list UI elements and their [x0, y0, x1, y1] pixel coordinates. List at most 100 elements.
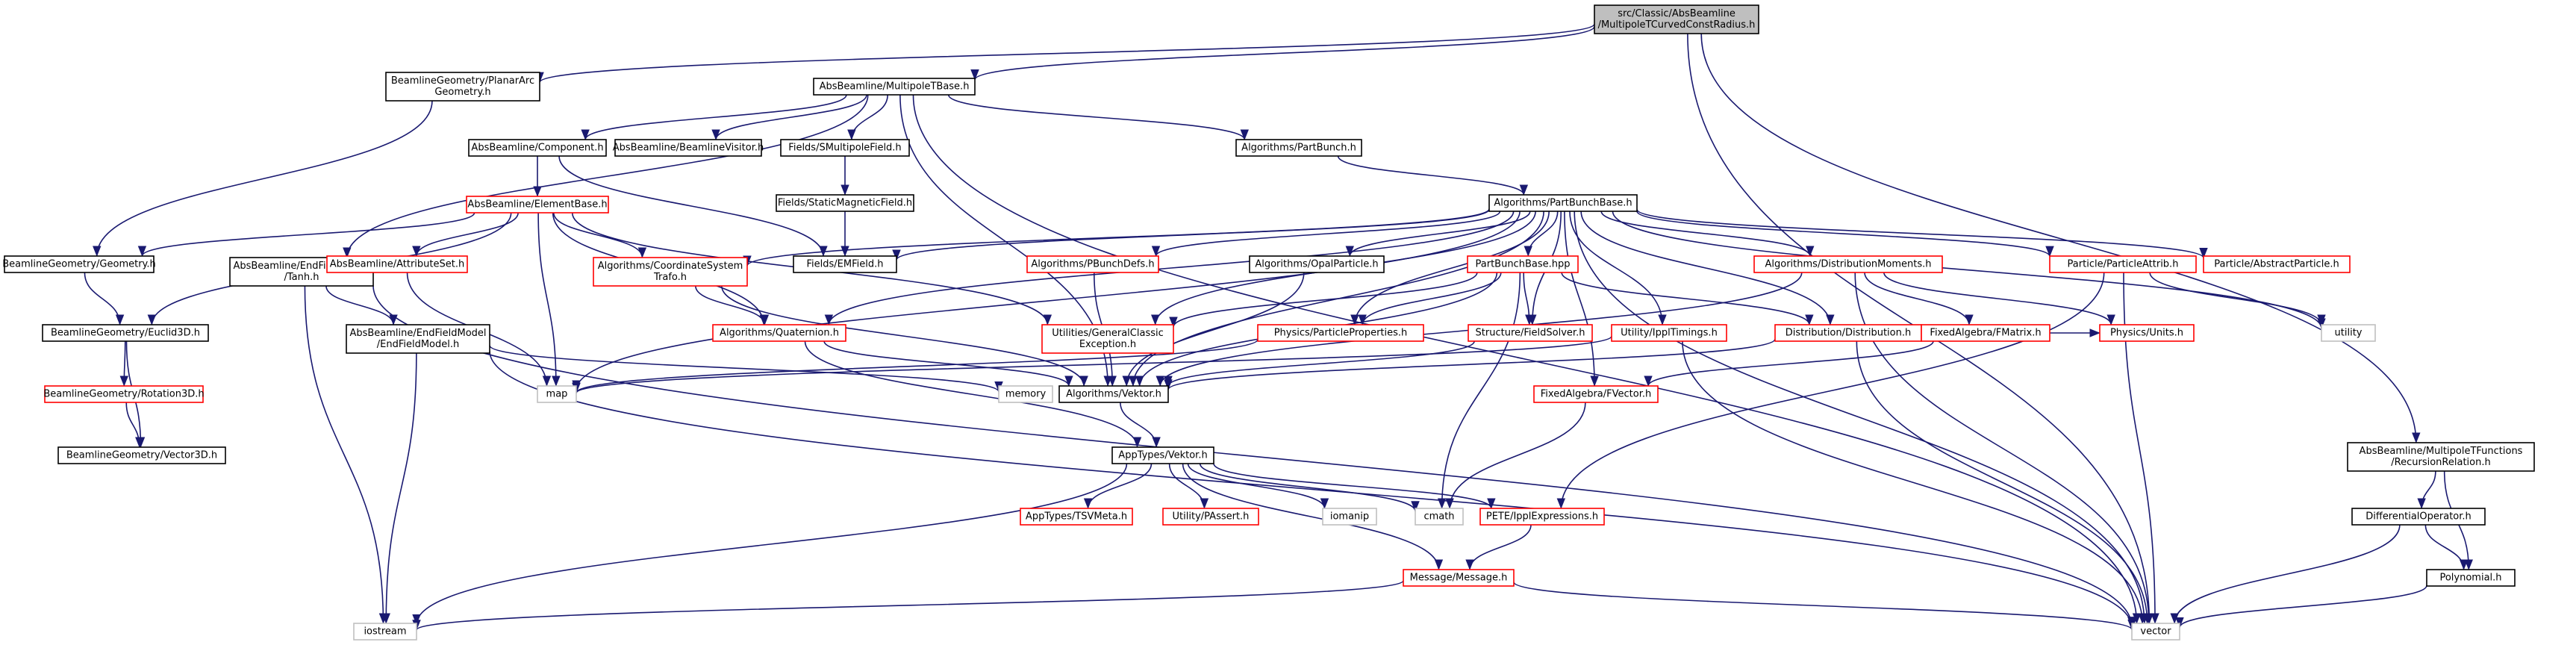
node-iostream[interactable]: iostream: [353, 623, 417, 641]
edge-arrow: [1337, 155, 1529, 196]
node-emfield[interactable]: Fields/EMField.h: [793, 255, 897, 273]
edge-ippltimings-to-vector: [1682, 340, 2147, 624]
node-map[interactable]: map: [537, 385, 577, 403]
node-box: [813, 78, 976, 96]
node-label: Polynomial.h: [2439, 573, 2501, 584]
node-label: iomanip: [1330, 511, 1369, 523]
node-label: AbsBeamline/MultipoleTBase.h: [820, 81, 970, 93]
node-diffoperator[interactable]: DifferentialOperator.h: [2351, 508, 2486, 526]
edge-partbunchbasehpp-to-fieldsolver: [1523, 272, 1534, 325]
edge-ippltimings-to-map: [572, 335, 1612, 394]
node-abstractparticle[interactable]: Particle/AbstractParticle.h: [2203, 255, 2351, 273]
edge-arrow: [412, 463, 1128, 626]
node-label: BeamlineGeometry/Euclid3D.h: [51, 328, 200, 339]
node-distmoments[interactable]: Algorithms/DistributionMoments.h: [1753, 255, 1943, 273]
edge-arrow: [1182, 463, 1444, 570]
node-box: [385, 72, 540, 102]
edge-arrow: [1636, 208, 2208, 259]
node-box: [2131, 623, 2180, 641]
node-opalparticle[interactable]: Algorithms/OpalParticle.h: [1249, 255, 1385, 273]
node-endfieldmodel[interactable]: AbsBeamline/EndFieldModel/EndFieldModel.…: [346, 324, 490, 354]
edge-particleproperties-to-map: [572, 338, 1259, 393]
edge-arrow: [695, 285, 770, 325]
node-tsvmeta[interactable]: AppTypes/TSVMeta.h: [1020, 508, 1133, 526]
edge-arrow: [1864, 272, 1974, 325]
node-utility[interactable]: utility: [2321, 324, 2376, 342]
node-message[interactable]: Message/Message.h: [1403, 569, 1515, 587]
node-component[interactable]: AbsBeamline/Component.h: [468, 139, 607, 157]
node-partbunchbasehpp[interactable]: PartBunchBase.hpp: [1467, 255, 1579, 273]
node-box: [4, 255, 155, 273]
edge-arrow: [1600, 211, 1815, 257]
node-ippltimings[interactable]: Utility/IpplTimings.h: [1611, 324, 1727, 342]
node-box: [1921, 324, 2050, 342]
edge-arrow: [1574, 211, 2149, 624]
node-physunits[interactable]: Physics/Units.h: [2099, 324, 2195, 342]
node-box: [1479, 508, 1605, 526]
node-ipplexpressions[interactable]: PETE/IpplExpressions.h: [1479, 508, 1605, 526]
node-mtfunctions[interactable]: AbsBeamline/MultipoleTFunctions/Recursio…: [2347, 442, 2535, 472]
edge-arrow: [1465, 524, 1532, 570]
node-label: src/Classic/AbsBeamline: [1618, 8, 1735, 19]
edge-polynomial-to-vector: [2175, 585, 2427, 629]
node-elementbase[interactable]: AbsBeamline/ElementBase.h: [466, 196, 609, 214]
node-fieldsolver[interactable]: Structure/FieldSolver.h: [1468, 324, 1593, 342]
node-label: AppTypes/Vektor.h: [1118, 450, 1207, 461]
node-label: Utility/IpplTimings.h: [1621, 328, 1718, 339]
node-fmatrix[interactable]: FixedAlgebra/FMatrix.h: [1921, 324, 2050, 342]
node-box: [2347, 442, 2535, 472]
edge-arrow: [847, 94, 888, 140]
node-multipoletbase[interactable]: AbsBeamline/MultipoleTBase.h: [813, 78, 976, 96]
node-pbunchdefs[interactable]: Algorithms/PBunchDefs.h: [1026, 255, 1159, 273]
node-label: Algorithms/OpalParticle.h: [1255, 259, 1378, 270]
node-label: memory: [1005, 389, 1047, 400]
node-polynomial[interactable]: Polynomial.h: [2426, 569, 2516, 587]
edge-arrow: [1883, 272, 2115, 325]
node-iomanip[interactable]: iomanip: [1322, 508, 1377, 526]
node-attributeset[interactable]: AbsBeamline/AttributeSet.h: [326, 255, 468, 273]
edge-arrow: [711, 94, 867, 140]
edge-diffoperator-to-polynomial: [2424, 524, 2469, 570]
node-rotation3d[interactable]: BeamlineGeometry/Rotation3D.h: [43, 385, 205, 403]
edge-arrow: [1350, 211, 1550, 325]
node-particleattrib[interactable]: Particle/ParticleAttrib.h: [2049, 255, 2197, 273]
node-partbunch[interactable]: Algorithms/PartBunch.h: [1235, 139, 1362, 157]
node-box: [1041, 324, 1174, 354]
edge-arrow: [93, 100, 433, 257]
node-distribution[interactable]: Distribution/Distribution.h: [1774, 324, 1922, 342]
node-box: [793, 255, 897, 273]
node-apptypesvektor[interactable]: AppTypes/Vektor.h: [1111, 446, 1214, 464]
edge-arrow: [1168, 463, 1209, 509]
edge-fieldsolver-to-vektor: [1164, 340, 1475, 387]
edge-arrow: [1164, 338, 1776, 390]
node-cmath[interactable]: cmath: [1415, 508, 1464, 526]
node-label: AbsBeamline/AttributeSet.h: [330, 259, 464, 270]
node-euclid3d[interactable]: BeamlineGeometry/Euclid3D.h: [42, 324, 209, 342]
node-staticmagneticfield[interactable]: Fields/StaticMagneticField.h: [776, 194, 914, 212]
node-smultipolefield[interactable]: Fields/SMultipoleField.h: [780, 139, 910, 157]
edge-arrow: [558, 155, 828, 257]
node-partbunchbase[interactable]: Algorithms/PartBunchBase.h: [1488, 194, 1638, 212]
node-particleproperties[interactable]: Physics/ParticleProperties.h: [1257, 324, 1424, 342]
edge-partbunchbase-to-partbunchbasehpp: [1524, 211, 1559, 257]
edge-euclid3d-to-rotation3d: [119, 340, 129, 387]
node-label: DifferentialOperator.h: [2366, 511, 2471, 523]
node-vector[interactable]: vector: [2131, 623, 2180, 641]
node-quaternion[interactable]: Algorithms/Quaternion.h: [712, 324, 846, 342]
node-vektor[interactable]: Algorithms/Vektor.h: [1058, 385, 1169, 403]
node-label: Algorithms/DistributionMoments.h: [1765, 259, 1932, 270]
edge-arrow: [412, 580, 1404, 631]
node-geometry[interactable]: BeamlineGeometry/Geometry.h: [2, 255, 156, 273]
node-memory[interactable]: memory: [998, 385, 1053, 403]
edge-root-to-planararc: [535, 23, 1595, 84]
node-fvector[interactable]: FixedAlgebra/FVector.h: [1533, 385, 1659, 403]
node-vector3d[interactable]: BeamlineGeometry/Vector3D.h: [57, 446, 226, 464]
node-beamlinevisitor[interactable]: AbsBeamline/BeamlineVisitor.h: [613, 139, 764, 157]
node-label: iostream: [364, 626, 406, 638]
node-label: Fields/SMultipoleField.h: [788, 143, 901, 154]
node-passert[interactable]: Utility/PAssert.h: [1162, 508, 1259, 526]
node-label: AbsBeamline/Component.h: [471, 143, 603, 154]
